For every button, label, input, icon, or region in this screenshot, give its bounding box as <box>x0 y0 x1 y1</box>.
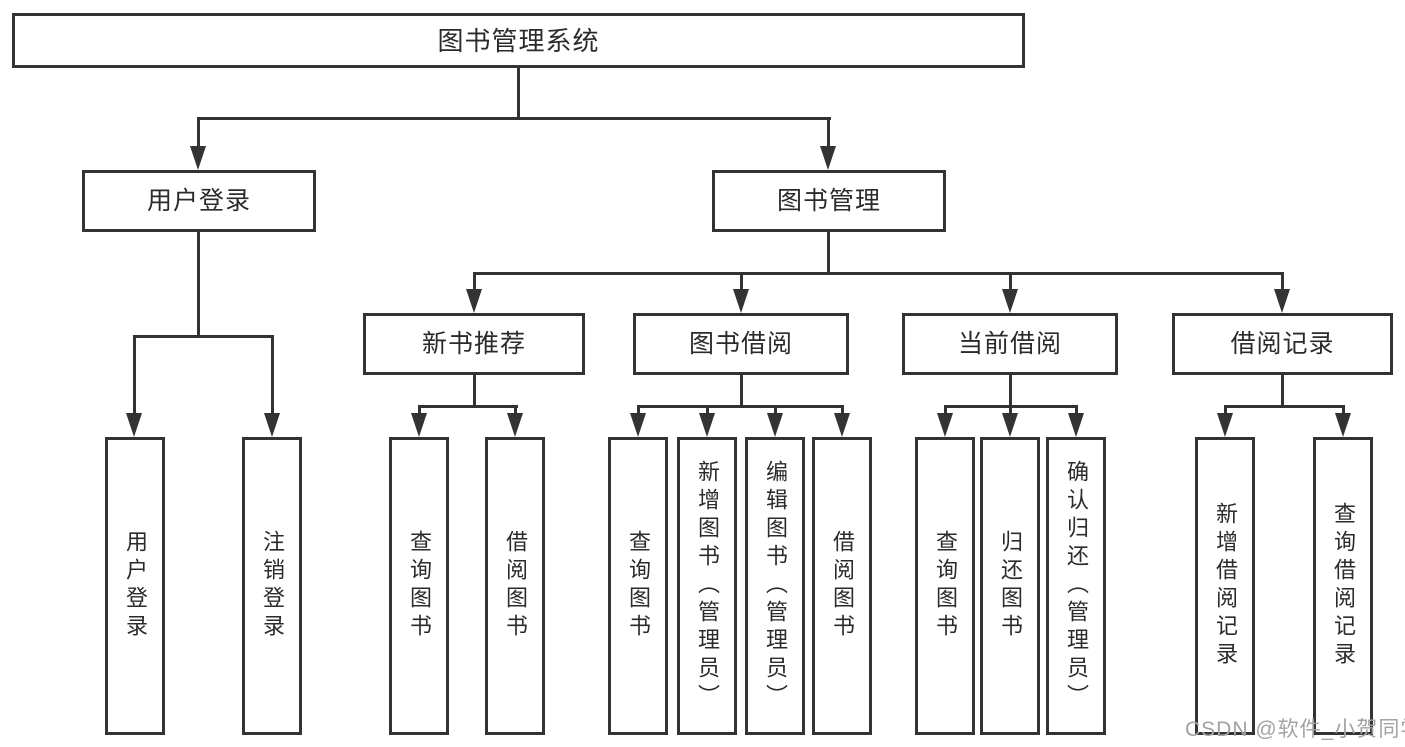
connector-drop-user-login <box>197 117 200 150</box>
connector-drop-book-management <box>827 117 830 150</box>
connector-book-management-branch <box>473 272 1283 275</box>
connector-drop-leaf-logout <box>271 335 274 418</box>
arrowhead-down-icon <box>834 413 850 437</box>
connector-drop-book-borrowing <box>740 272 743 293</box>
arrowhead-down-icon <box>1002 289 1018 313</box>
connector-drop <box>514 405 517 418</box>
connector-new-book-recommend-branch <box>418 405 518 408</box>
connector-drop <box>774 405 777 418</box>
connector-drop <box>706 405 709 418</box>
node-new-book-recommend: 新书推荐 <box>363 313 585 375</box>
node-book-management: 图书管理 <box>712 170 946 232</box>
connector-drop-current-borrowing <box>1009 272 1012 293</box>
leaf-query-books-borrowing: 查询图书 <box>608 437 668 735</box>
arrowhead-down-icon <box>1002 413 1018 437</box>
node-book-borrowing: 图书借阅 <box>633 313 849 375</box>
arrowhead-down-icon <box>937 413 953 437</box>
arrowhead-down-icon <box>264 413 280 437</box>
arrowhead-down-icon <box>733 289 749 313</box>
leaf-query-books-current: 查询图书 <box>915 437 975 735</box>
connector-book-borrowing-branch <box>637 405 844 408</box>
connector-drop <box>841 405 844 418</box>
arrowhead-down-icon <box>699 413 715 437</box>
connector-new-book-recommend-stem <box>473 375 476 408</box>
connector-drop <box>418 405 421 418</box>
connector-drop-borrowing-records <box>1281 272 1284 293</box>
leaf-borrow-books-recommend: 借阅图书 <box>485 437 545 735</box>
leaf-confirm-return-admin: 确认归还（管理员） <box>1046 437 1106 735</box>
connector-drop <box>944 405 947 418</box>
connector-root-branch <box>197 117 831 120</box>
arrowhead-down-icon <box>630 413 646 437</box>
arrowhead-down-icon <box>190 146 206 170</box>
arrowhead-down-icon <box>1068 413 1084 437</box>
node-borrowing-records: 借阅记录 <box>1172 313 1393 375</box>
node-current-borrowing: 当前借阅 <box>902 313 1118 375</box>
arrowhead-down-icon <box>1335 413 1351 437</box>
connector-book-borrowing-stem <box>740 375 743 408</box>
leaf-logout: 注销登录 <box>242 437 302 735</box>
connector-drop-leaf-user-login <box>133 335 136 418</box>
connector-book-management-stem <box>827 232 830 275</box>
arrowhead-down-icon <box>126 413 142 437</box>
node-root: 图书管理系统 <box>12 13 1025 68</box>
leaf-borrow-books-borrowing: 借阅图书 <box>812 437 872 735</box>
leaf-add-books-admin: 新增图书（管理员） <box>677 437 737 735</box>
csdn-watermark: CSDN @软件_小贺同学 <box>1185 718 1405 741</box>
leaf-add-borrow-record: 新增借阅记录 <box>1195 437 1255 735</box>
leaf-user-login: 用户登录 <box>105 437 165 735</box>
connector-borrowing-records-stem <box>1281 374 1284 408</box>
leaf-edit-books-admin: 编辑图书（管理员） <box>745 437 805 735</box>
connector-borrowing-records-branch <box>1224 405 1345 408</box>
arrowhead-down-icon <box>411 413 427 437</box>
arrowhead-down-icon <box>507 413 523 437</box>
connector-drop <box>1009 405 1012 418</box>
connector-drop <box>1075 405 1078 418</box>
connector-user-login-branch <box>133 335 274 338</box>
leaf-query-borrow-record: 查询借阅记录 <box>1313 437 1373 735</box>
arrowhead-down-icon <box>767 413 783 437</box>
connector-drop-new-book-recommend <box>473 272 476 293</box>
node-user-login: 用户登录 <box>82 170 316 232</box>
arrowhead-down-icon <box>1217 413 1233 437</box>
connector-user-login-stem <box>197 232 200 338</box>
arrowhead-down-icon <box>820 146 836 170</box>
connector-drop <box>1342 405 1345 418</box>
connector-root-stem <box>517 68 520 117</box>
leaf-return-books: 归还图书 <box>980 437 1040 735</box>
connector-current-borrowing-stem <box>1009 375 1012 408</box>
arrowhead-down-icon <box>466 289 482 313</box>
connector-drop <box>1224 405 1227 418</box>
connector-drop <box>637 405 640 418</box>
leaf-query-books-recommend: 查询图书 <box>389 437 449 735</box>
arrowhead-down-icon <box>1274 289 1290 313</box>
